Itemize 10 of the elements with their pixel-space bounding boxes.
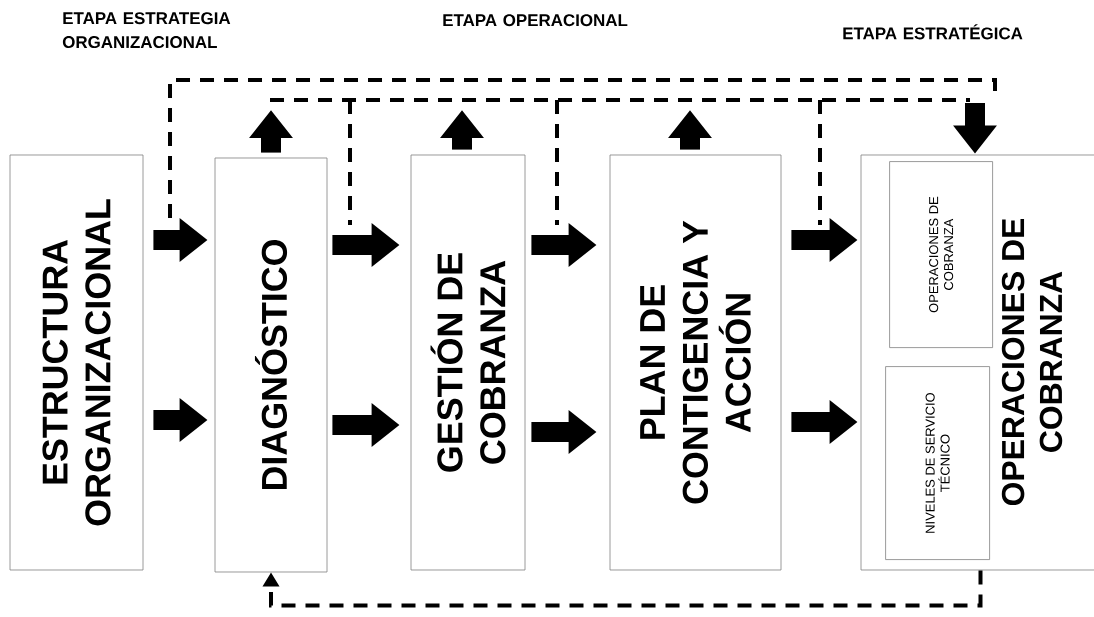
dashed-arrow [262,570,983,608]
process-box: PLAN DE CONTIGENCIA Y ACCIÓN [609,154,782,571]
sub-box: OPERACIONES DE COBRANZA [889,161,993,348]
stage-label: ETAPA ESTRATEGIA ORGANIZACIONAL [62,12,231,49]
stage-label: ETAPA OPERACIONAL [443,14,628,27]
process-box: ESTRUCTURA ORGANIZACIONAL [9,154,144,571]
process-box: GESTIÓN DE COBRANZA [410,154,526,571]
stage-label: ETAPA ESTRATÉGICA [843,24,1023,40]
process-box: DIAGNÓSTICO [214,157,328,573]
sub-box: NIVELES DE SERVICIO TÉCNICO [885,366,990,560]
